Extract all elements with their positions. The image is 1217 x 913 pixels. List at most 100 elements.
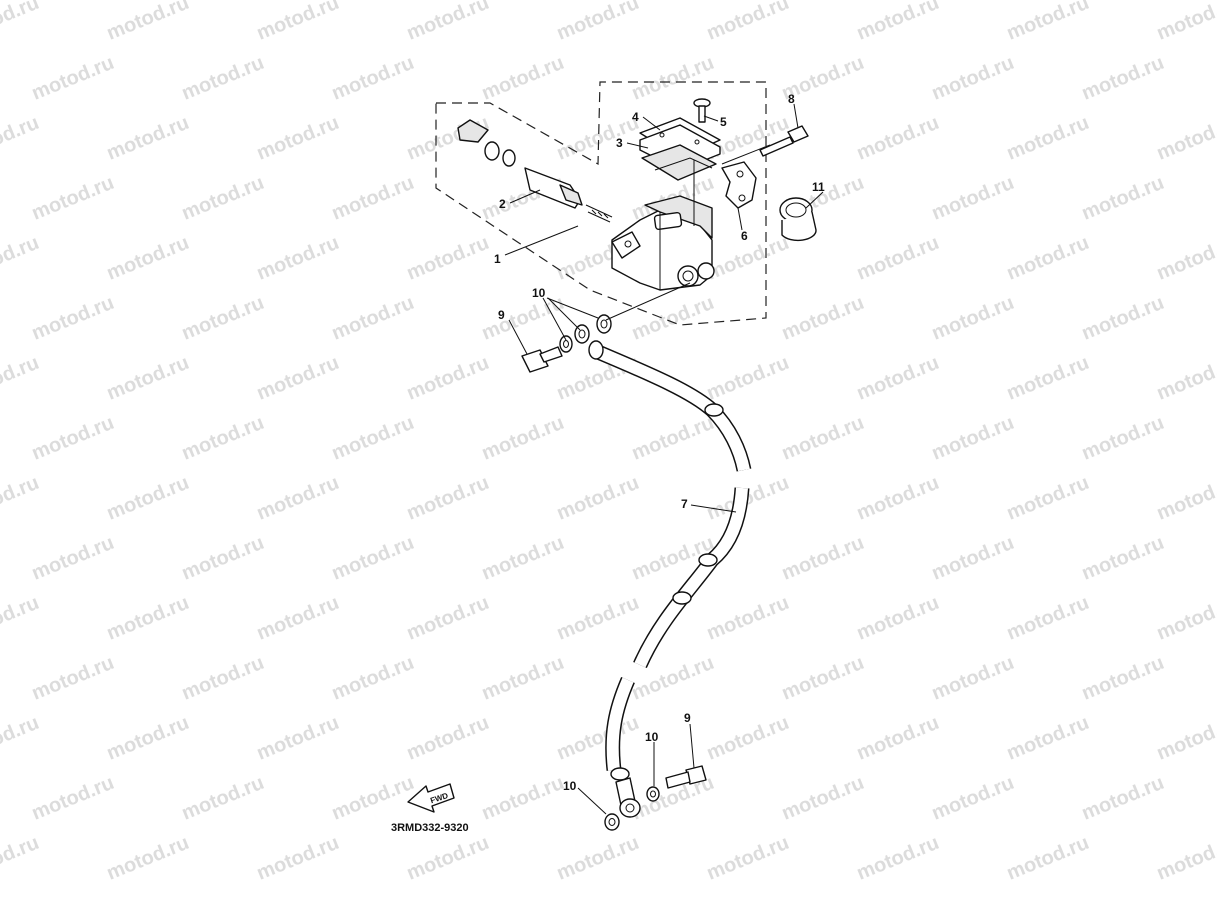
- watermark-text: motod.ru: [629, 52, 718, 105]
- watermark-text: motod.ru: [104, 472, 193, 525]
- watermark-text: motod.ru: [179, 772, 268, 825]
- callout-9-lower: 9: [684, 711, 691, 725]
- watermark-text: motod.ru: [854, 112, 943, 165]
- callout-10-upper: 10: [532, 286, 546, 300]
- lower-union-bolt: [665, 765, 707, 789]
- callout-4: 4: [632, 110, 639, 124]
- watermark-text: motod.ru: [104, 592, 193, 645]
- watermark-text: motod.ru: [104, 112, 193, 165]
- watermark-text: motod.ru: [1154, 112, 1217, 165]
- watermark-text: motod.ru: [29, 172, 118, 225]
- watermark-text: motod.ru: [704, 352, 793, 405]
- watermark-text: motod.ru: [29, 772, 118, 825]
- watermark-text: motod.ru: [854, 0, 943, 45]
- watermark-text: motod.ru: [329, 532, 418, 585]
- watermark-text: motod.ru: [0, 112, 42, 165]
- watermark-text: motod.ru: [329, 772, 418, 825]
- watermark-text: motod.ru: [254, 592, 343, 645]
- callout-labels: 1 2 3 4 5 6 7 8 9 9 10 10 10 11: [494, 92, 825, 793]
- watermark-text: motod.ru: [629, 412, 718, 465]
- watermark-text: motod.ru: [929, 772, 1018, 825]
- watermark-text: motod.ru: [1004, 832, 1093, 885]
- watermark-text: motod.ru: [179, 652, 268, 705]
- watermark-text: motod.ru: [554, 832, 643, 885]
- watermark-text: motod.ru: [1079, 172, 1168, 225]
- callout-3: 3: [616, 136, 623, 150]
- watermark-text: motod.ru: [1079, 412, 1168, 465]
- watermark-text: motod.ru: [704, 832, 793, 885]
- watermark-text: motod.ru: [1154, 352, 1217, 405]
- upper-washers: [559, 314, 612, 353]
- callout-2: 2: [499, 197, 506, 211]
- watermark-text: motod.ru: [254, 832, 343, 885]
- master-cylinder-body: [611, 195, 715, 291]
- watermark-text: motod.ru: [29, 52, 118, 105]
- watermark-text: motod.ru: [1154, 592, 1217, 645]
- watermark-text: motod.ru: [1079, 52, 1168, 105]
- brake-hose: [588, 340, 752, 818]
- lower-washers: [604, 786, 660, 831]
- watermark-text: motod.ru: [854, 712, 943, 765]
- watermark-text: motod.ru: [1004, 352, 1093, 405]
- watermark-text: motod.ru: [929, 652, 1018, 705]
- piston-assembly: [457, 119, 613, 223]
- watermark-text: motod.ru: [854, 592, 943, 645]
- watermark-text: motod.ru: [704, 232, 793, 285]
- watermark-text: motod.ru: [179, 532, 268, 585]
- watermark-text: motod.ru: [554, 592, 643, 645]
- watermark-text: motod.ru: [1079, 292, 1168, 345]
- callout-1: 1: [494, 252, 501, 266]
- forward-direction-arrow: FWD: [407, 783, 455, 813]
- callout-11: 11: [812, 180, 825, 194]
- watermark-text: motod.ru: [629, 292, 718, 345]
- watermark-text: motod.ru: [104, 0, 193, 45]
- callout-7: 7: [681, 497, 688, 511]
- watermark-text: motod.ru: [0, 0, 42, 45]
- watermark-text: motod.ru: [0, 592, 42, 645]
- watermark-text: motod.ru: [1004, 592, 1093, 645]
- watermark-text: motod.ru: [404, 352, 493, 405]
- watermark-text: motod.ru: [254, 112, 343, 165]
- diagram-code: 3RMD332-9320: [391, 822, 469, 834]
- watermark-text: motod.ru: [1079, 772, 1168, 825]
- watermark-text: motod.ru: [29, 532, 118, 585]
- watermark-text: motod.ru: [1154, 712, 1217, 765]
- watermark-text: motod.ru: [479, 52, 568, 105]
- watermark-text: motod.ru: [779, 412, 868, 465]
- watermark-text: motod.ru: [1154, 472, 1217, 525]
- watermark-text: motod.ru: [929, 52, 1018, 105]
- watermark-text: motod.ru: [29, 292, 118, 345]
- watermark-text: motod.ru: [1079, 652, 1168, 705]
- watermark-text: motod.ru: [0, 832, 42, 885]
- callout-8: 8: [788, 92, 795, 106]
- watermark-text: motod.ru: [329, 172, 418, 225]
- watermark-text: motod.ru: [479, 532, 568, 585]
- watermark-text: motod.ru: [29, 652, 118, 705]
- watermark-text: motod.ru: [1004, 112, 1093, 165]
- watermark-text: motod.ru: [254, 712, 343, 765]
- watermark-text: motod.ru: [329, 412, 418, 465]
- watermark-text: motod.ru: [179, 292, 268, 345]
- watermark-text: motod.ru: [929, 412, 1018, 465]
- watermark-text: motod.ru: [1004, 712, 1093, 765]
- callout-9-upper: 9: [498, 308, 505, 322]
- assembly-boundary: [435, 81, 767, 326]
- callout-10-lower-left: 10: [563, 779, 577, 793]
- watermark-text: motod.ru: [104, 352, 193, 405]
- callout-5: 5: [720, 115, 727, 129]
- watermark-text: motod.ru: [704, 0, 793, 45]
- watermark-text: motod.ru: [254, 232, 343, 285]
- watermark-text: motod.ru: [1079, 532, 1168, 585]
- watermark-text: motod.ru: [404, 592, 493, 645]
- watermark-text: motod.ru: [0, 472, 42, 525]
- watermark-text: motod.ru: [1004, 232, 1093, 285]
- watermark-text: motod.ru: [779, 532, 868, 585]
- watermark-text: motod.ru: [554, 712, 643, 765]
- watermark-text: motod.ru: [479, 412, 568, 465]
- watermark-text: motod.ru: [404, 472, 493, 525]
- watermark-text: motod.ru: [929, 292, 1018, 345]
- clamp-bolt: [759, 125, 809, 157]
- leader-lines: [504, 103, 824, 815]
